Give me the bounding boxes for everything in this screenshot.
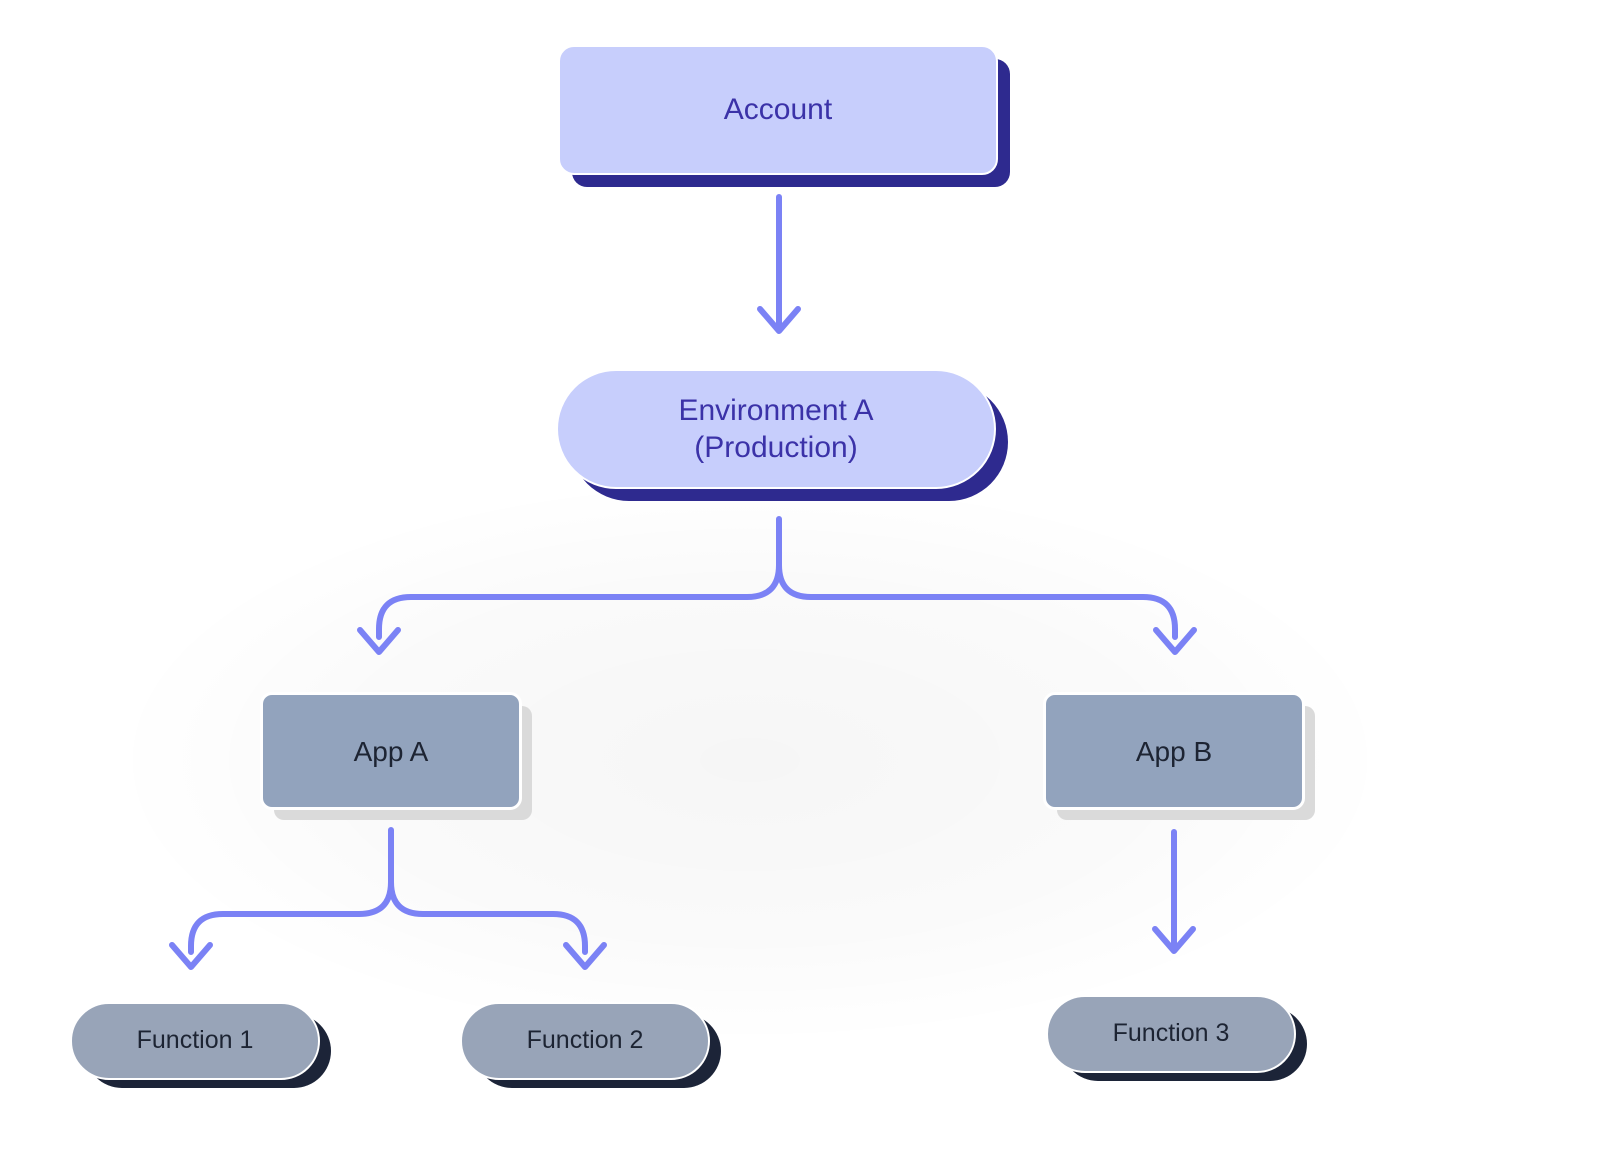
edge-environment-to-app-b-arrowhead	[1153, 627, 1197, 655]
edge-app-a-to-function-1-arrowhead	[169, 942, 213, 970]
node-function-2[interactable]: Function 2	[460, 1002, 710, 1080]
node-account-label: Account	[723, 93, 833, 127]
node-app-b[interactable]: App B	[1043, 692, 1305, 810]
node-function-3[interactable]: Function 3	[1046, 995, 1296, 1073]
node-environment-a-label: Environment A (Production)	[678, 393, 874, 465]
edge-account-to-environment-arrowhead	[757, 306, 801, 334]
node-account[interactable]: Account	[558, 45, 998, 175]
edge-environment-to-app-a	[376, 516, 782, 640]
edge-app-a-to-function-2	[388, 879, 588, 955]
edge-app-a-to-function-2-arrowhead	[563, 942, 607, 970]
edge-app-b-to-function-3-arrowhead	[1152, 926, 1196, 954]
edge-app-a-to-function-1	[188, 827, 394, 955]
node-app-b-label: App B	[1135, 735, 1213, 767]
node-app-a[interactable]: App A	[260, 692, 522, 810]
node-function-1[interactable]: Function 1	[70, 1002, 320, 1080]
node-app-a-label: App A	[353, 735, 429, 767]
edge-environment-to-app-b	[776, 562, 1178, 640]
edge-environment-to-app-a-arrowhead	[357, 627, 401, 655]
node-function-1-label: Function 1	[136, 1026, 254, 1055]
node-function-2-label: Function 2	[526, 1026, 644, 1055]
node-environment-a[interactable]: Environment A (Production)	[556, 369, 996, 489]
node-function-3-label: Function 3	[1112, 1019, 1230, 1048]
